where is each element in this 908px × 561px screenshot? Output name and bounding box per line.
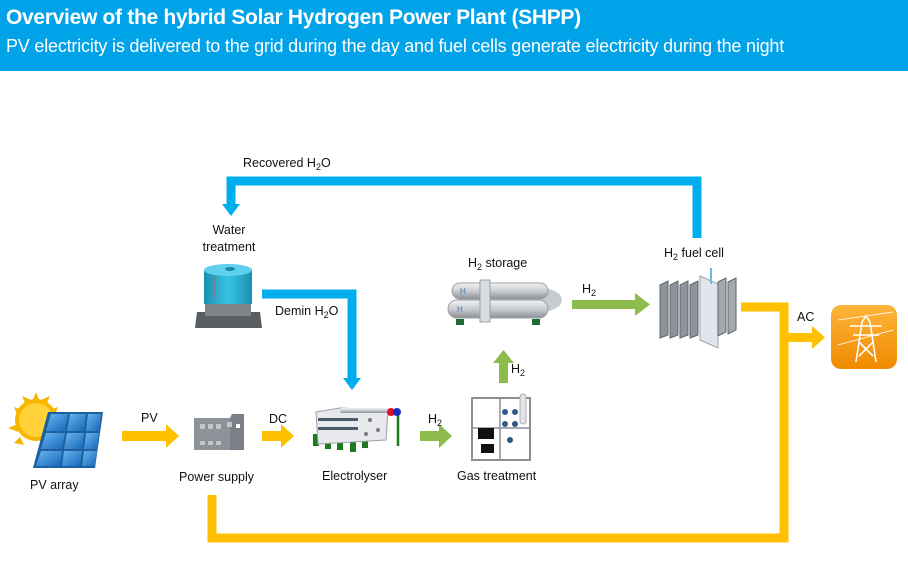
ac-grid-loop — [207, 302, 825, 543]
demin-water-label: Demin H2O — [275, 304, 339, 320]
water-treatment-label-line1: Water — [212, 223, 246, 237]
power-pylon-icon — [831, 305, 897, 369]
pv-array-label: PV array — [30, 478, 79, 492]
pv-flow-label: PV — [141, 411, 158, 425]
fuel-cell-icon — [659, 268, 737, 349]
page-subtitle: PV electricity is delivered to the grid … — [6, 36, 785, 56]
svg-text:H: H — [460, 287, 466, 296]
h2-flow-label-to-fuel-cell: H2 — [582, 282, 597, 298]
gas-treatment-label: Gas treatment — [457, 469, 537, 483]
h2-arrow-to-storage — [493, 350, 514, 383]
h2-flow-label-to-storage: H2 — [511, 362, 526, 378]
water-tank-icon — [195, 264, 262, 328]
svg-text:H: H — [457, 305, 463, 314]
gas-treatment-icon — [471, 393, 531, 461]
dc-flow-label: DC — [269, 412, 288, 426]
ac-label: AC — [797, 310, 815, 324]
water-treatment-label-line2: treatment — [202, 240, 256, 254]
recovered-water-flow — [222, 176, 702, 238]
power-supply-label: Power supply — [179, 470, 255, 484]
page-title: Overview of the hybrid Solar Hydrogen Po… — [6, 6, 581, 29]
h2-arrow-to-gas-treatment — [420, 424, 452, 448]
electrolyser-label: Electrolyser — [322, 469, 388, 483]
water-treatment-label: Water treatment — [197, 223, 261, 254]
fuel-cell-label: H2 fuel cell — [664, 246, 724, 262]
h2-flow-label-to-gas-treatment: H2 — [428, 412, 443, 428]
dc-arrow — [262, 424, 294, 448]
h2-arrow-to-fuel-cell — [572, 293, 650, 316]
hydrogen-tank-icon: H H — [447, 279, 562, 325]
solar-panel-icon — [8, 392, 103, 468]
demin-water-flow — [262, 289, 361, 390]
pv-arrow — [122, 424, 179, 448]
electrolyser-icon — [313, 407, 401, 452]
h2-storage-label: H2 storage — [468, 256, 528, 272]
header-banner: Overview of the hybrid Solar Hydrogen Po… — [0, 0, 908, 71]
power-supply-icon — [194, 414, 244, 450]
recovered-water-label: Recovered H2O — [243, 156, 331, 172]
